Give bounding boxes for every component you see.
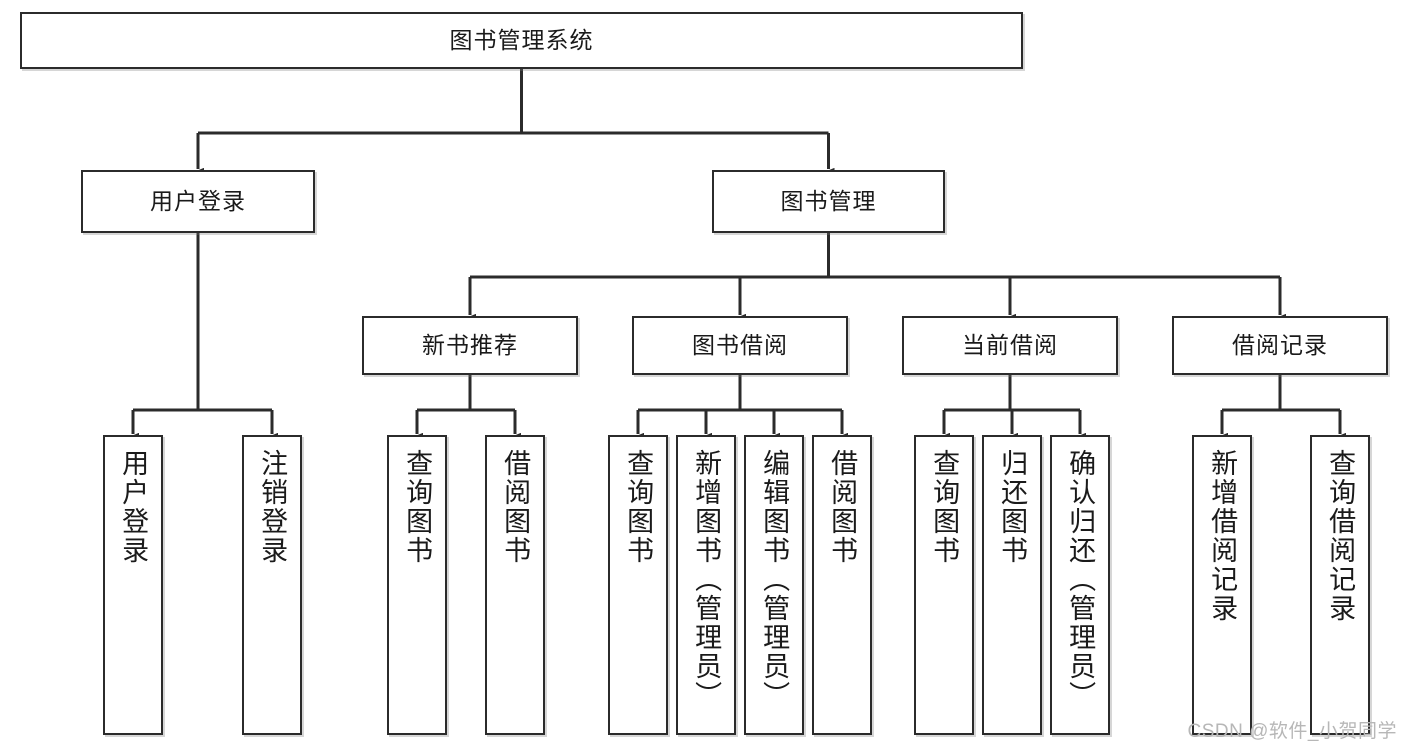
leaf-query-borrow-record[interactable]: 查询借阅记录: [1310, 435, 1370, 735]
leaf-borrow-book-1-label: 借阅图书: [500, 449, 531, 565]
node-book-borrow[interactable]: 图书借阅: [632, 316, 848, 375]
leaf-borrow-book-2[interactable]: 借阅图书: [812, 435, 872, 735]
leaf-edit-book-label: 编辑图书（管理员）: [759, 449, 790, 710]
leaf-return-book-label: 归还图书: [997, 449, 1028, 565]
leaf-add-book[interactable]: 新增图书（管理员）: [676, 435, 736, 735]
leaf-query-borrow-record-label: 查询借阅记录: [1325, 449, 1356, 623]
node-book-borrow-label: 图书借阅: [692, 331, 788, 358]
leaf-add-borrow-record-label: 新增借阅记录: [1207, 449, 1238, 623]
leaf-query-book-1[interactable]: 查询图书: [387, 435, 447, 735]
leaf-query-book-2[interactable]: 查询图书: [608, 435, 668, 735]
leaf-confirm-return[interactable]: 确认归还（管理员）: [1050, 435, 1110, 735]
leaf-confirm-return-label: 确认归还（管理员）: [1065, 449, 1096, 710]
node-current-borrow[interactable]: 当前借阅: [902, 316, 1118, 375]
node-borrow-record[interactable]: 借阅记录: [1172, 316, 1388, 375]
leaf-return-book[interactable]: 归还图书: [982, 435, 1042, 735]
leaf-edit-book[interactable]: 编辑图书（管理员）: [744, 435, 804, 735]
node-root-label: 图书管理系统: [449, 26, 594, 53]
node-user-login-label: 用户登录: [150, 187, 246, 214]
node-new-book-recommend[interactable]: 新书推荐: [362, 316, 578, 375]
leaf-logout-label: 注销登录: [257, 449, 288, 565]
leaf-query-book-2-label: 查询图书: [623, 449, 654, 565]
node-book-management-label: 图书管理: [780, 187, 877, 214]
leaf-query-book-3-label: 查询图书: [929, 449, 960, 565]
leaf-user-login[interactable]: 用户登录: [103, 435, 163, 735]
leaf-add-book-label: 新增图书（管理员）: [691, 449, 722, 710]
leaf-logout[interactable]: 注销登录: [242, 435, 302, 735]
watermark: CSDN @软件_小贺同学: [1187, 721, 1397, 742]
leaf-borrow-book-1[interactable]: 借阅图书: [485, 435, 545, 735]
leaf-add-borrow-record[interactable]: 新增借阅记录: [1192, 435, 1252, 735]
node-user-login[interactable]: 用户登录: [81, 170, 315, 233]
node-new-book-recommend-label: 新书推荐: [422, 331, 518, 358]
leaf-borrow-book-2-label: 借阅图书: [827, 449, 858, 565]
node-root[interactable]: 图书管理系统: [20, 12, 1023, 69]
node-borrow-record-label: 借阅记录: [1232, 331, 1328, 358]
node-current-borrow-label: 当前借阅: [962, 331, 1058, 358]
leaf-query-book-1-label: 查询图书: [402, 449, 433, 565]
node-book-management[interactable]: 图书管理: [712, 170, 945, 233]
leaf-query-book-3[interactable]: 查询图书: [914, 435, 974, 735]
leaf-user-login-label: 用户登录: [118, 449, 149, 565]
